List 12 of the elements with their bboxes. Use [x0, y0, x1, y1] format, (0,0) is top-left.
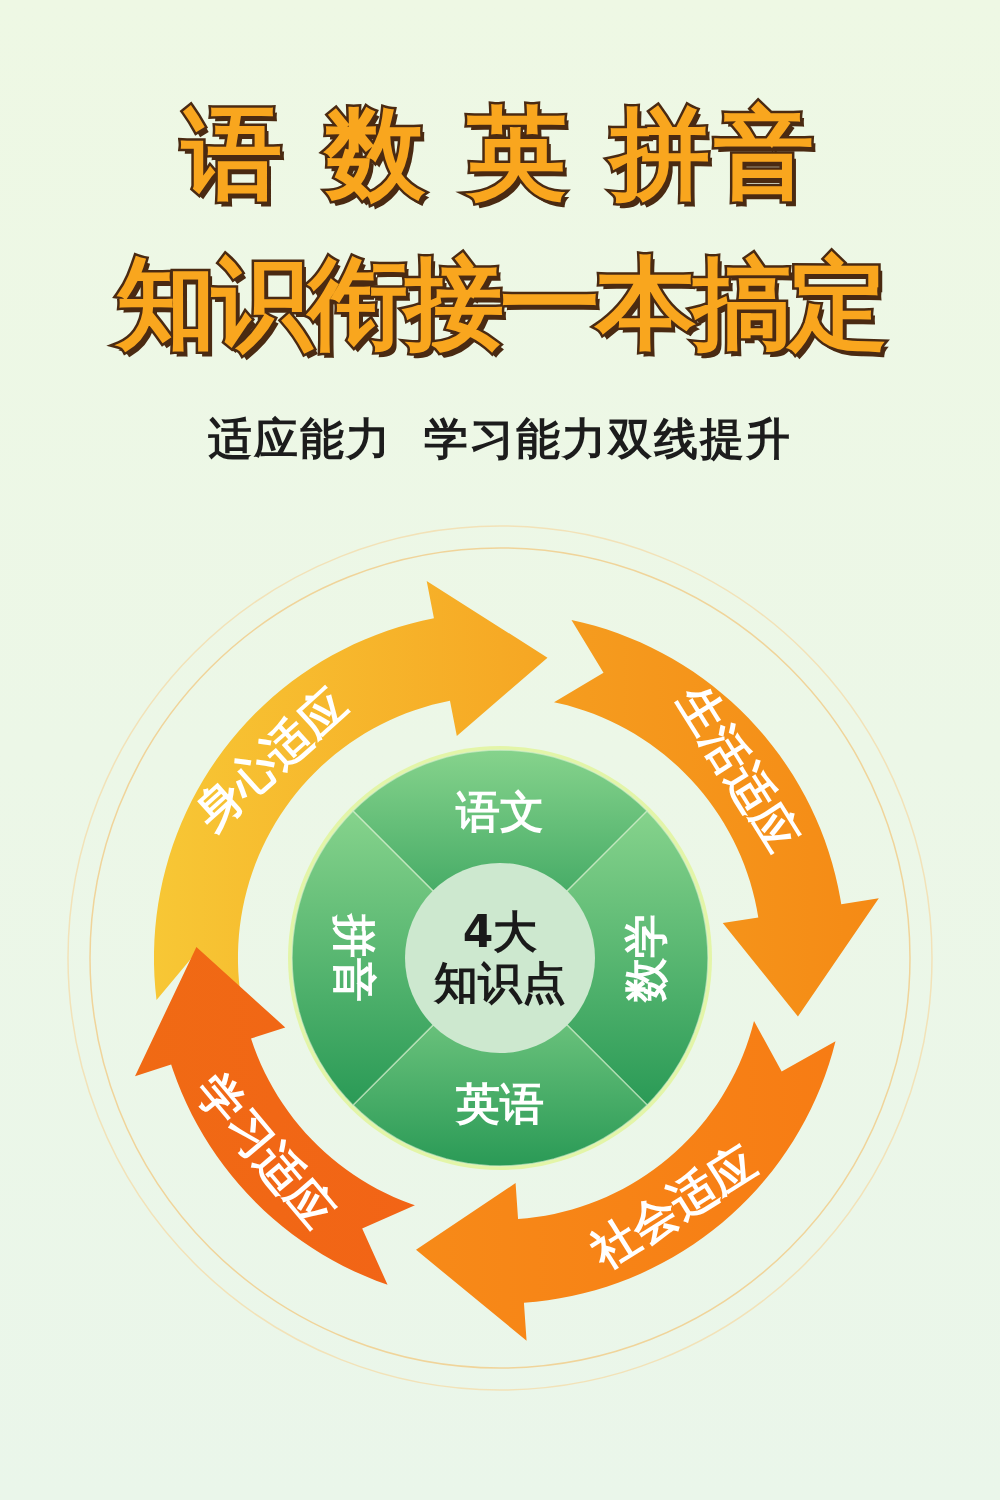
- arrow-label: 身心适应: [184, 677, 357, 840]
- arrow-label: 学习适应: [186, 1063, 345, 1239]
- sector-label: 拼音: [328, 914, 380, 1002]
- center-label: 知识点: [434, 958, 566, 1009]
- sector-label: 语文: [456, 786, 544, 838]
- sector-label: 英语: [456, 1078, 544, 1130]
- arrow-label: 生活适应: [666, 676, 810, 861]
- arrow-label: 社会适应: [582, 1135, 767, 1279]
- sector-label: 数学: [620, 914, 672, 1002]
- subtitle: 适应能力 学习能力双线提升: [208, 413, 792, 464]
- center-label: 4大: [461, 907, 539, 958]
- title: 语 数 英 拼音: [179, 94, 820, 214]
